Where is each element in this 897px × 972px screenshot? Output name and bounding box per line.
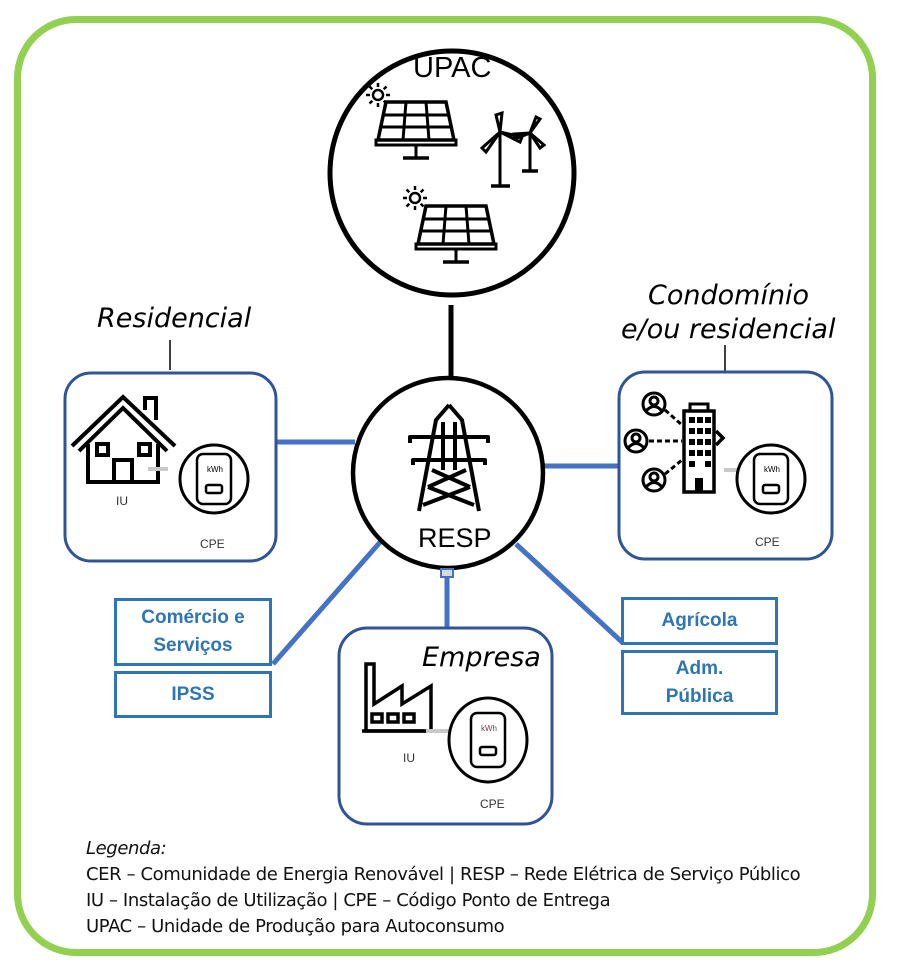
resp-agricola-link [514,542,625,645]
meter-icon [735,443,807,515]
connector-line [148,467,168,471]
empresa-kwh-label: kWh [481,724,497,733]
connector-line [426,729,456,733]
residencial-box [63,371,278,563]
condominio-kwh-label: kWh [764,465,780,474]
tag-line: Serviços [153,635,233,656]
tag-line: Comércio e [141,607,245,628]
resp-comercio-link [271,538,384,666]
legend-line: CER – Comunidade de Energia Renovável | … [86,864,801,885]
diagram-frame [14,16,876,956]
legend-line: UPAC – Unidade de Produção para Autocons… [86,916,505,937]
legend-line: IU – Instalação de Utilização | CPE – Có… [86,890,611,911]
upac-circle [327,48,577,298]
condominio-title-line2: e/ou residencial [621,314,836,345]
tag-agricola: Agrícola [621,597,778,645]
tag-adm-publica: Adm. Pública [621,650,778,715]
condominio-cpe-label: CPE [755,535,780,549]
tag-ipss: IPSS [114,671,272,718]
resp-connector [440,568,454,578]
condominio-title-line1: Condomínio [648,280,810,311]
legend-title: Legenda: [86,838,167,859]
tag-line: Adm. [675,657,724,679]
connector-line [724,468,742,472]
building-windows [689,417,711,492]
residencial-cpe-label: CPE [200,537,225,551]
empresa-cpe-label: CPE [480,797,505,811]
residencial-title: Residencial [97,303,252,334]
upac-title: UPAC [413,52,492,84]
house-icon [70,394,177,484]
transmission-tower-icon [408,403,490,512]
meter-icon [447,696,529,784]
tag-line: IPSS [171,683,215,705]
tag-line: Pública [665,685,734,707]
meter-icon [178,443,250,515]
legend: Legenda: CER – Comunidade de Energia Ren… [86,836,801,940]
residencial-kwh-label: kWh [207,465,223,474]
empresa-iu-label: IU [403,751,415,765]
residencial-iu-label: IU [116,494,128,508]
tag-line: Agrícola [661,610,738,631]
empresa-title: Empresa [422,642,541,673]
resp-title: RESP [418,523,492,553]
factory-icon [362,662,434,733]
tag-comercio-servicos: Comércio e Serviços [114,598,272,666]
wind-turbine-icon [479,110,547,188]
